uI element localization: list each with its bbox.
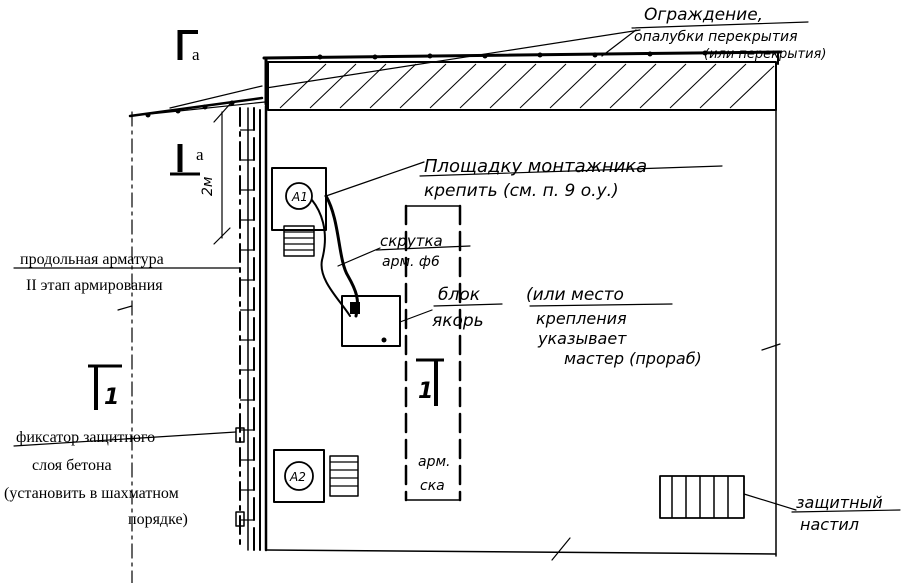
block-label-1: блок — [438, 285, 481, 305]
rebar-frame — [404, 204, 462, 502]
platform-label-1: Площадку монтажника — [424, 156, 647, 177]
rebar-frame-label-1: арм. — [418, 454, 450, 470]
anchor-block — [337, 247, 433, 347]
worker-platform-1: А1 — [271, 161, 425, 318]
platform-label-2: крепить (см. п. 9 о.у.) — [424, 181, 619, 201]
fixator-label-2: слоя бетона — [32, 457, 112, 474]
place-label-3: указывает — [537, 329, 627, 348]
deck-label-2: настил — [800, 515, 859, 534]
section-mark-a-top: а — [177, 30, 200, 64]
fixator-label-4: порядке) — [128, 511, 188, 528]
deck-label-1: защитный — [796, 493, 883, 512]
height-label: 2м — [200, 176, 216, 196]
fixator-label-3: (установить в шахматном — [4, 485, 179, 502]
slab-formwork — [267, 61, 777, 111]
left-leaders — [13, 267, 241, 447]
block-label-2: якорь — [432, 311, 484, 331]
column-rebar — [235, 107, 261, 551]
section-a-mid-label: а — [196, 145, 204, 164]
top-edge-left — [128, 29, 641, 583]
rebar-frame-label-2: ска — [420, 478, 445, 494]
section-1-mid-label: 1 — [418, 379, 433, 404]
stage-2-label: II этап армирования — [26, 277, 163, 294]
fence-label-3: (или перекрытия) — [704, 47, 826, 62]
fence-label-2: опалубки перекрытия — [634, 29, 798, 45]
section-a-top-label: а — [192, 45, 200, 64]
worker-platform-2: А2 — [273, 449, 359, 503]
long-rebar-label: продольная арматура — [20, 251, 164, 268]
section-mark-1-mid: 1 — [416, 358, 444, 406]
twist-label-2: арм. ф6 — [382, 254, 440, 270]
twist-label-1: скрутка — [380, 232, 443, 250]
wall-outline — [264, 104, 781, 561]
worker-2-label: А2 — [289, 470, 306, 484]
place-label-2: крепления — [536, 309, 627, 328]
fixator-label-1: фиксатор защитного — [16, 429, 155, 446]
section-mark-1-left: 1 — [88, 364, 122, 410]
worker-1-label: А1 — [291, 190, 308, 204]
guard-rail — [262, 29, 782, 106]
place-label-4: мастер (прораб) — [564, 349, 702, 368]
fence-label-1: Ограждение, — [644, 5, 763, 25]
dimension-2m: 2м — [200, 103, 231, 245]
protective-deck — [659, 475, 797, 519]
place-label-1: (или место — [526, 285, 624, 305]
section-1-left-label: 1 — [104, 385, 119, 410]
section-mark-a-mid: а — [170, 144, 204, 176]
